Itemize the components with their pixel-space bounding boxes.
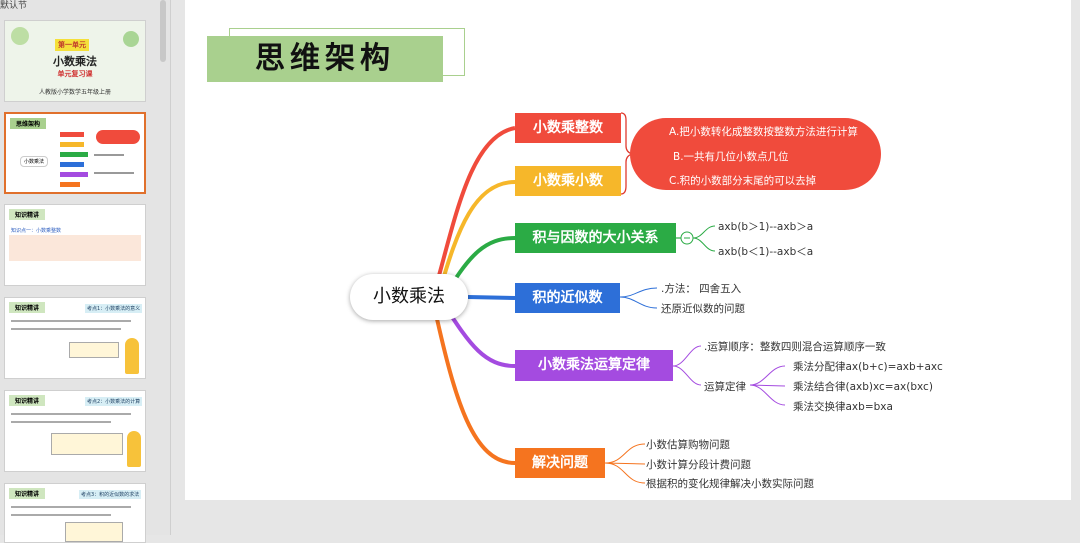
laws-sub-curve — [749, 384, 786, 406]
mini-branch — [60, 132, 84, 137]
connector-b6 — [433, 309, 516, 465]
mini-bubble — [96, 130, 140, 144]
branch-b1: 小数乘整数 — [515, 113, 621, 143]
leaf-decoration-icon — [123, 31, 139, 47]
slide1-unit: 第一单元 — [55, 39, 89, 51]
branch-b6: 解决问题 — [515, 448, 605, 478]
mini-text-line — [94, 154, 124, 156]
problem-3: 根据积的变化规律解决小数实际问题 — [646, 478, 814, 490]
slide1-review: 单元复习课 — [57, 70, 93, 78]
bubble-line-c: C.积的小数部分末尾的可以去掉 — [669, 175, 817, 187]
slide-thumbnail-4[interactable]: 知识精讲 考点1：小数乘法的意义 — [4, 297, 146, 379]
laws-sub-curve — [749, 384, 786, 387]
slide-thumbnail-6[interactable]: 知识精讲 考点3：积的近似数的求法 — [4, 483, 146, 543]
slide-thumbnail-5[interactable]: 知识精讲 考点2：小数乘法的计算 — [4, 390, 146, 472]
problems-curve — [604, 462, 646, 465]
slide-title: 思维架构 — [255, 41, 395, 76]
slide4-header: 知识精讲 — [9, 302, 46, 313]
problem-1: 小数估算购物问题 — [646, 439, 730, 451]
slide-thumbnail-3[interactable]: 知识精讲 知识点一：小数乘整数 — [4, 204, 146, 286]
mini-branch — [60, 182, 80, 187]
note-box — [65, 522, 123, 542]
note-box — [51, 433, 123, 455]
title-box — [207, 36, 443, 82]
relation-rule-1: axb(b＞1)--axb＞a — [718, 221, 814, 233]
note-box — [69, 342, 119, 358]
laws-label: 运算定律 — [704, 381, 746, 393]
slide1-subject: 小数乘法 — [53, 55, 97, 68]
approx-curve — [619, 287, 658, 298]
mini-branch — [60, 172, 88, 177]
bubble-line-b: B.一共有几位小数点几位 — [673, 151, 789, 163]
mini-text-line — [94, 172, 134, 174]
laws-curve — [672, 365, 702, 386]
slide-thumbnail-1[interactable]: 第一单元 小数乘法 单元复习课 人教版小学数学五年级上册 — [4, 20, 146, 102]
slide3-heading: 知识点一：小数乘整数 — [11, 228, 62, 234]
slide5-tag: 考点2：小数乘法的计算 — [85, 397, 143, 406]
thumbnail-scrollbar[interactable] — [160, 0, 166, 62]
slide2-center: 小数乘法 — [20, 156, 49, 167]
approx-curve — [619, 296, 658, 309]
text-line — [11, 320, 131, 322]
problems-curve — [604, 462, 646, 484]
connector-b1 — [433, 126, 516, 291]
section-label[interactable]: 默认节 — [0, 1, 28, 11]
slide1-textbook: 人教版小学数学五年级上册 — [38, 89, 111, 96]
center-node: 小数乘法 — [350, 274, 468, 320]
mini-branch — [60, 142, 84, 147]
connector-b2 — [438, 180, 516, 291]
laws-sub-curve — [749, 365, 786, 386]
mini-branch — [60, 152, 88, 157]
problems-curve — [604, 443, 646, 464]
text-line — [11, 506, 131, 508]
relation-curve — [692, 237, 716, 252]
slide5-header: 知识精讲 — [9, 395, 46, 406]
text-line — [11, 413, 131, 415]
mini-branch — [60, 162, 84, 167]
girl-illustration-icon — [125, 338, 139, 374]
slide6-header: 知识精讲 — [9, 488, 46, 499]
relation-rule-2: axb(b＜1)--axb＜a — [718, 246, 814, 258]
law-associative: 乘法结合律(axb)xc=ax(bxc) — [793, 381, 933, 393]
connector-b4 — [467, 295, 516, 300]
text-block — [9, 235, 141, 261]
slide-thumbnail-panel: 默认节 第一单元 小数乘法 单元复习课 人教版小学数学五年级上册 思维架构 小数… — [0, 0, 171, 543]
girl-illustration-icon — [127, 431, 141, 467]
text-line — [11, 421, 111, 423]
text-line — [11, 328, 121, 330]
text-line — [11, 514, 111, 516]
slide3-header: 知识精讲 — [9, 209, 46, 220]
branch-b3: 积与因数的大小关系 — [515, 223, 676, 253]
law-commutative: 乘法交换律axb=bxa — [793, 401, 893, 413]
approx-restore: 还原近似数的问题 — [661, 303, 745, 315]
slide6-tag: 考点3：积的近似数的求法 — [79, 490, 142, 499]
laws-curve — [672, 345, 702, 367]
bubble-line-a: A.把小数转化成整数按整数方法进行计算 — [669, 126, 858, 138]
calculation-method-bubble — [630, 118, 881, 190]
leaf-decoration-icon — [11, 27, 29, 45]
branch-b2: 小数乘小数 — [515, 166, 621, 196]
slide-thumbnail-2[interactable]: 思维架构 小数乘法 — [4, 112, 146, 194]
branch-b5: 小数乘法运算定律 — [515, 350, 673, 381]
law-distributive: 乘法分配律ax(b+c)=axb+axc — [793, 361, 943, 373]
branch-b4: 积的近似数 — [515, 283, 620, 313]
relation-curve — [692, 225, 716, 239]
slide-canvas[interactable]: 思维架构 小数乘法 小数乘整数 小数乘小数 积与因数的大小关系 积的近似数 小数… — [185, 0, 1071, 500]
slide4-tag: 考点1：小数乘法的意义 — [85, 304, 143, 313]
slide2-header: 思维架构 — [10, 118, 47, 129]
approx-method: .方法： 四舍五入 — [661, 283, 742, 295]
problem-2: 小数计算分段计费问题 — [646, 459, 751, 471]
laws-order: .运算顺序：整数四则混合运算顺序一致 — [704, 341, 886, 353]
